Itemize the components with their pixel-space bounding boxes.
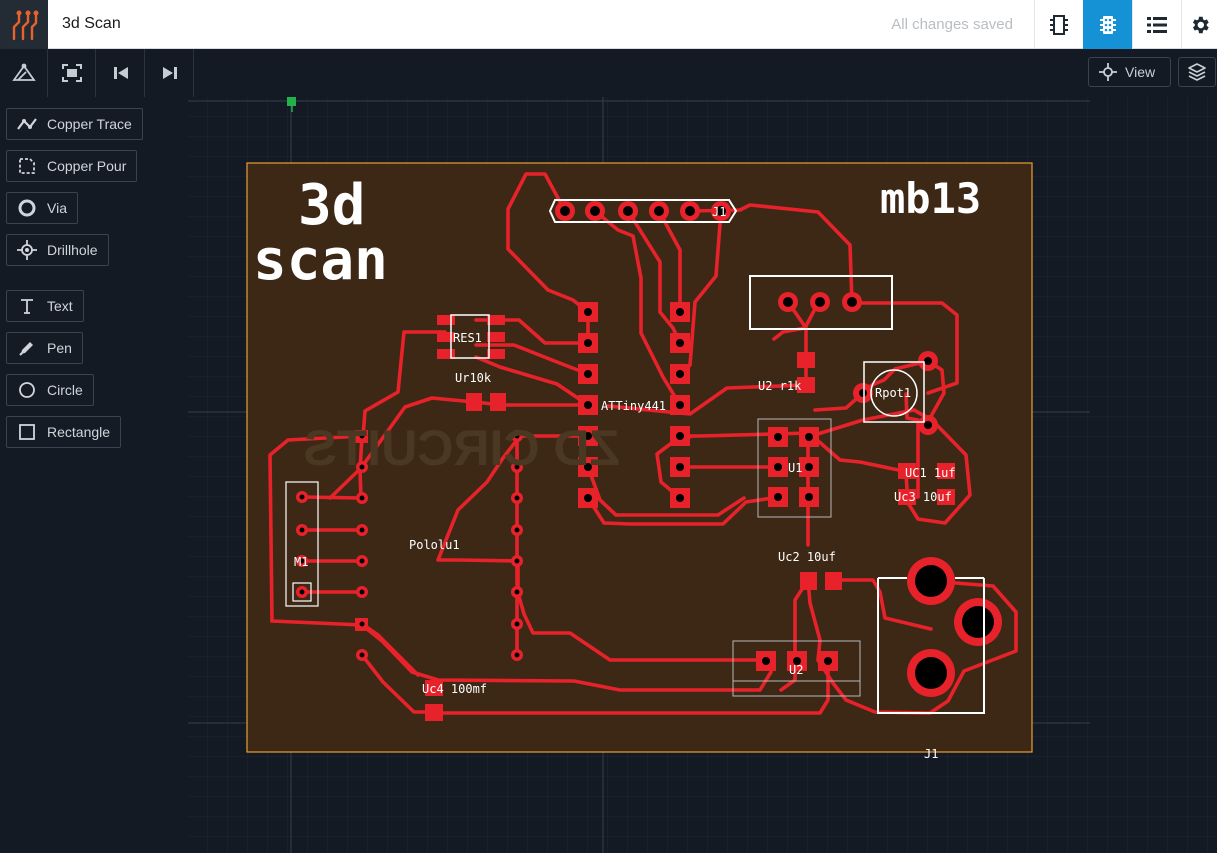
- layers-icon: [1188, 63, 1206, 81]
- list-view-button[interactable]: [1132, 0, 1181, 49]
- tool-label: Drillhole: [47, 242, 98, 258]
- board-title-line2[interactable]: scan: [253, 228, 388, 293]
- tool-label: Via: [47, 200, 67, 216]
- drill-holes: [299, 206, 994, 689]
- pour-icon: [17, 156, 37, 176]
- gear-icon: [1192, 16, 1209, 33]
- list-icon: [1147, 16, 1167, 33]
- label-attiny[interactable]: ATTiny441: [601, 399, 666, 413]
- tool-text[interactable]: Text: [6, 290, 84, 322]
- autorouter-icon: [11, 63, 36, 81]
- board-title-line1[interactable]: 3d: [298, 173, 365, 238]
- layers-button[interactable]: [1178, 57, 1216, 87]
- pen-icon: [17, 338, 37, 358]
- label-uc2[interactable]: Uc2 10uf: [778, 550, 836, 564]
- board-label-right[interactable]: mb13: [880, 174, 981, 223]
- skip-back-button[interactable]: [97, 49, 145, 97]
- pcb-canvas[interactable]: ZD CIRCUITS 3d scan mb13 RES1 Ur10k ATTi…: [188, 97, 1217, 853]
- text-icon: [17, 296, 37, 316]
- settings-button[interactable]: [1181, 0, 1217, 49]
- tool-label: Pen: [47, 340, 72, 356]
- label-uc3[interactable]: Uc3 10uf: [894, 490, 952, 504]
- pcb-view-button[interactable]: [1083, 0, 1132, 49]
- tool-rectangle[interactable]: Rectangle: [6, 416, 122, 448]
- app-logo[interactable]: [0, 0, 48, 49]
- schematic-view-button[interactable]: [1034, 0, 1083, 49]
- circle-icon: [17, 380, 37, 400]
- skip-back-icon: [113, 67, 128, 79]
- save-status: All changes saved: [891, 16, 1013, 33]
- tool-sidebar: Copper Trace Copper Pour Via Drillhole T…: [0, 97, 188, 853]
- label-m1[interactable]: M1: [294, 555, 308, 569]
- schematic-icon: [1050, 14, 1068, 35]
- tool-label: Circle: [47, 382, 83, 398]
- tool-label: Text: [47, 298, 73, 314]
- tool-copper-pour[interactable]: Copper Pour: [6, 150, 138, 182]
- label-u2[interactable]: U2: [789, 663, 803, 677]
- crosshair-icon: [1099, 63, 1117, 81]
- trace-icon: [17, 114, 37, 134]
- tool-label: Copper Pour: [47, 158, 127, 174]
- label-res1[interactable]: RES1: [453, 331, 482, 345]
- view-button[interactable]: View: [1088, 57, 1171, 87]
- origin-marker: [287, 97, 296, 112]
- ghost-bottom-text: ZD CIRCUITS: [303, 420, 620, 476]
- fit-screen-icon: [61, 64, 82, 82]
- fit-screen-button[interactable]: [48, 49, 96, 97]
- label-uc1[interactable]: UC1 1uf: [905, 466, 956, 480]
- tool-drillhole[interactable]: Drillhole: [6, 234, 109, 266]
- circuit-logo-icon: [12, 10, 39, 40]
- project-title[interactable]: 3d Scan: [62, 15, 121, 32]
- label-pololu1[interactable]: Pololu1: [409, 538, 460, 552]
- tool-copper-trace[interactable]: Copper Trace: [6, 108, 143, 140]
- label-ur10k[interactable]: Ur10k: [455, 371, 492, 385]
- rectangle-icon: [17, 422, 37, 442]
- drillhole-icon: [17, 240, 37, 260]
- header: 3d Scan All changes saved: [0, 0, 1217, 49]
- pcb-drawing[interactable]: ZD CIRCUITS 3d scan mb13 RES1 Ur10k ATTi…: [188, 97, 1217, 853]
- label-u2r1k[interactable]: U2 r1k: [758, 379, 802, 393]
- skip-forward-icon: [162, 67, 177, 79]
- skip-forward-button[interactable]: [146, 49, 194, 97]
- tool-via[interactable]: Via: [6, 192, 78, 224]
- toolbar: View: [0, 49, 1217, 97]
- view-button-label: View: [1125, 64, 1156, 80]
- label-j1-header[interactable]: J1: [712, 205, 726, 219]
- label-uc4[interactable]: Uc4 100mf: [422, 682, 487, 696]
- silkscreen-outlines: [285, 199, 985, 714]
- tool-pen[interactable]: Pen: [6, 332, 83, 364]
- via-icon: [17, 198, 37, 218]
- label-rpot1[interactable]: Rpot1: [875, 386, 911, 400]
- autorouter-button[interactable]: [0, 49, 48, 97]
- pcb-icon: [1099, 15, 1116, 34]
- label-u1[interactable]: U1: [788, 461, 802, 475]
- tool-circle[interactable]: Circle: [6, 374, 94, 406]
- tool-label: Rectangle: [47, 424, 111, 440]
- label-j1[interactable]: J1: [924, 747, 938, 761]
- tool-label: Copper Trace: [47, 116, 132, 132]
